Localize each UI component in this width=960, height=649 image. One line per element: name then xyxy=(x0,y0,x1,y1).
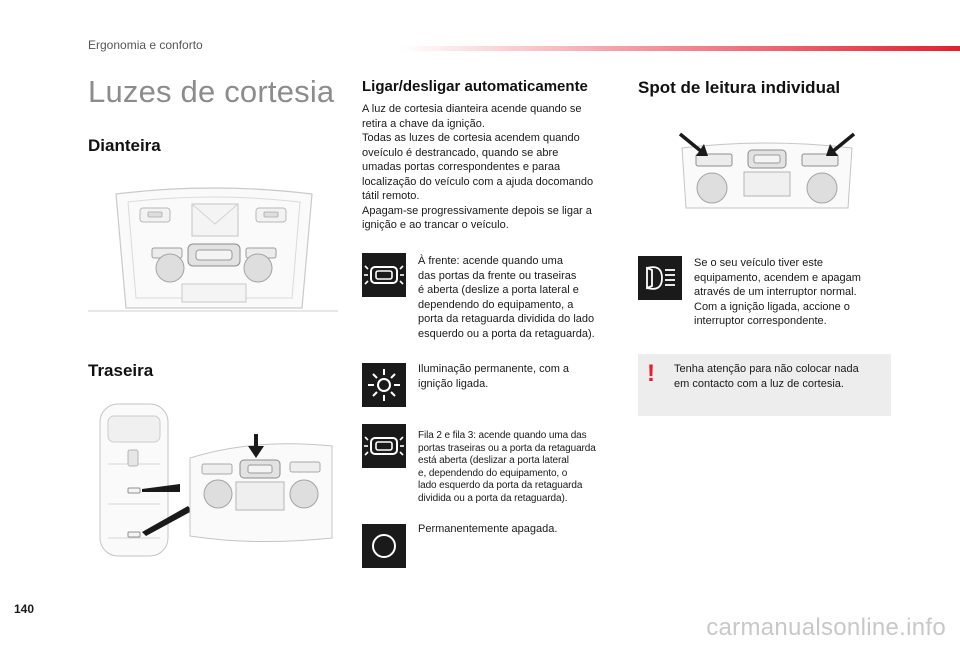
reading-spot-icon xyxy=(638,256,682,300)
mode-rear-description: Fila 2 e fila 3: acende quando uma das p… xyxy=(418,430,630,505)
rear-door-light-icon xyxy=(362,424,406,468)
mode-line: Permanentemente apagada. xyxy=(418,523,558,535)
mode-permanent-description: Iluminação permanente, com a ignição lig… xyxy=(418,362,628,391)
mode-line: das portas da frente ou traseiras xyxy=(418,269,577,282)
page-title: Luzes de cortesia xyxy=(88,74,335,109)
spot-line: equipamento, acendem e apagam xyxy=(694,271,861,284)
spot-line: através de um interruptor normal. xyxy=(694,286,857,298)
auto-onoff-heading: Ligar/desligar automaticamente xyxy=(362,78,588,95)
mode-line: porta da retaguarda dividida do lado xyxy=(418,313,595,325)
warning-line: Tenha atenção para não colocar nada xyxy=(674,363,859,375)
mode-line: Fila 2 e fila 3: acende quando uma das xyxy=(418,430,587,441)
mode-line: esquerdo ou a porta da retaguarda). xyxy=(418,327,595,340)
reading-spot-illustration xyxy=(672,130,862,214)
spot-line: Se o seu veículo tiver este xyxy=(694,257,824,269)
mode-off-description: Permanentemente apagada. xyxy=(418,522,628,537)
mode-line: ignição ligada. xyxy=(418,377,489,390)
warning-icon: ! xyxy=(647,360,655,387)
rear-heading: Traseira xyxy=(88,361,154,380)
mode-line: dependendo do equipamento, a xyxy=(418,298,574,311)
spot-line: interruptor correspondente. xyxy=(694,315,827,327)
door-light-icon xyxy=(362,253,406,297)
intro-line: localização do veículo com a ajuda docom… xyxy=(362,175,594,188)
auto-onoff-description: A luz de cortesia dianteira acende quand… xyxy=(362,102,626,233)
intro-line: oveículo é destrancado, quando se abre xyxy=(362,146,559,159)
intro-line: Todas as luzes de cortesia acendem quand… xyxy=(362,132,580,144)
page-number: 140 xyxy=(14,602,35,616)
mode-front-description: À frente: acende quando uma das portas d… xyxy=(418,254,628,341)
section-label: Ergonomia e conforto xyxy=(88,38,203,52)
header-accent-line xyxy=(400,46,960,51)
intro-line: tátil remoto. xyxy=(362,190,420,202)
intro-line: ignição e ao trancar o veículo. xyxy=(362,219,509,231)
mode-line: dividida ou a porta da retaguarda). xyxy=(418,492,568,504)
warning-line: em contacto com a luz de cortesia. xyxy=(674,377,844,390)
mode-line: e, dependendo do equipamento, o xyxy=(418,467,568,479)
light-off-icon xyxy=(362,524,406,568)
intro-line: umadas portas correspondentes e paraa xyxy=(362,161,561,173)
rear-ceiling-light-illustration xyxy=(94,398,342,562)
front-heading: Dianteira xyxy=(88,136,161,155)
front-ceiling-light-illustration xyxy=(88,180,340,320)
mode-line: é aberta (deslize a porta lateral e xyxy=(418,284,579,296)
mode-line: está aberta (deslizar a porta lateral xyxy=(418,455,569,466)
permanent-light-icon xyxy=(362,363,406,407)
watermark: carmanualsonline.info xyxy=(706,614,946,641)
mode-line: À frente: acende quando uma xyxy=(418,255,563,267)
intro-line: retira a chave da ignição. xyxy=(362,117,485,130)
intro-line: Apagam-se progressivamente depois se lig… xyxy=(362,204,592,217)
mode-line: lado esquerdo da porta da retaguarda xyxy=(418,480,583,491)
intro-line: A luz de cortesia dianteira acende quand… xyxy=(362,103,582,115)
mode-line: Iluminação permanente, com a xyxy=(418,363,570,375)
reading-spot-heading: Spot de leitura individual xyxy=(638,78,841,97)
mode-line: portas traseiras ou a porta da retaguard… xyxy=(418,442,596,454)
spot-line: Com a ignição ligada, accione o xyxy=(694,300,850,313)
reading-spot-description: Se o seu veículo tiver este equipamento,… xyxy=(694,256,894,329)
warning-text: Tenha atenção para não colocar nada em c… xyxy=(674,362,884,391)
warning-box: ! Tenha atenção para não colocar nada em… xyxy=(638,354,891,416)
